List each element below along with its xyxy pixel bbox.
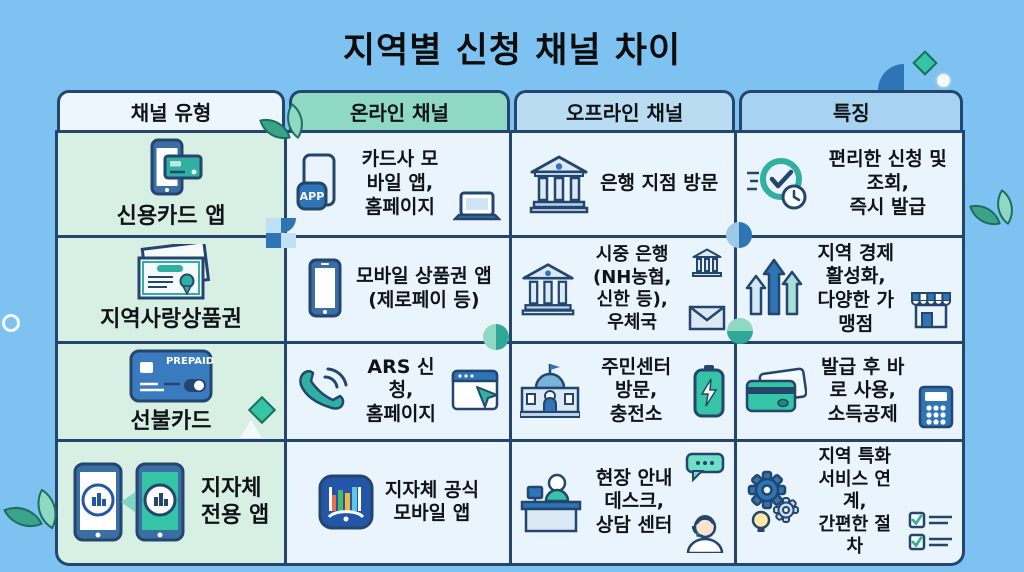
cell-label: 은행 지점 방문 xyxy=(600,171,719,194)
svg-text:PREPAID: PREPAID xyxy=(166,356,214,367)
bank-envelope-stack xyxy=(688,242,726,337)
cell-label: 시중 은행 (NH농협, 신한 등), 우체국 xyxy=(592,244,672,333)
cell-info-desk: 현장 안내 데스크, 상담 센터 xyxy=(511,442,738,566)
cell-card-mobile-app-homepage: APP 카드사 모바일 앱, 홈페이지 xyxy=(287,130,512,238)
bank-icon xyxy=(528,154,590,214)
cell-label: 현장 안내 데스크, 상담 센터 xyxy=(595,466,673,537)
cell-label: 카드사 모바일 앱, 홈페이지 xyxy=(361,148,439,218)
app-phone-icon: APP xyxy=(295,153,347,215)
speed-check-clock-icon xyxy=(745,155,811,213)
laptop-icon xyxy=(452,137,501,231)
cell-local-gift-certificate: 지역사랑상품권 xyxy=(55,237,288,344)
cell-commercial-banks-post: 시중 은행 (NH농협, 신한 등), 우체국 xyxy=(511,237,738,344)
cell-label: 신용카드 앱 xyxy=(116,204,226,229)
support-agent-icon xyxy=(684,513,726,553)
cell-convenient-apply: 편리한 신청 및 조회, 즉시 발급 xyxy=(737,130,965,238)
checklist-icon xyxy=(908,446,954,559)
cards-icon xyxy=(745,367,808,415)
cell-label: 모바일 상품권 앱 (제로페이 등) xyxy=(356,265,492,311)
triangle-decoration xyxy=(240,420,262,438)
cell-official-mobile-app: 지자체 공식 모바일 앱 xyxy=(287,442,512,566)
info-desk-icon xyxy=(520,471,584,533)
browser-cursor-icon xyxy=(451,369,501,413)
bank-icon xyxy=(520,262,576,316)
header-online-channel: 온라인 채널 xyxy=(289,90,510,130)
prepaid-card-icon: PREPAID xyxy=(128,348,214,404)
cell-community-center: 주민센터 방문, 충전소 xyxy=(511,343,738,442)
phone-creditcard-icon xyxy=(138,137,204,199)
ring-decoration xyxy=(2,314,20,332)
cell-label: 지자체 공식 모바일 앱 xyxy=(384,478,479,525)
cell-local-services: 지역 특화 서비스 연계, 간편한 절차 xyxy=(737,442,965,566)
dual-seal-phones-icon xyxy=(73,460,193,544)
page-title: 지역별 신청 채널 차이 xyxy=(342,31,682,71)
bubble-agent-stack xyxy=(684,446,726,559)
cell-label: 지자체 전용 앱 xyxy=(200,475,270,529)
battery-charge-icon xyxy=(692,363,726,419)
cell-mobile-voucher-app: 모바일 상품권 앱 (제로페이 등) xyxy=(287,237,512,344)
cell-label: 주민센터 방문, 충전소 xyxy=(601,355,672,426)
calculator-icon xyxy=(918,348,954,436)
checker-decoration xyxy=(266,218,296,248)
cell-local-economy: 지역 경제 활성화, 다양한 가맹점 xyxy=(737,237,965,344)
envelope-icon xyxy=(688,305,726,331)
cell-label: 지역 특화 서비스 연계, 간편한 절차 xyxy=(818,446,891,557)
svg-text:APP: APP xyxy=(300,190,325,203)
bank-small-icon xyxy=(690,248,724,278)
cell-label: 지역사랑상품권 xyxy=(100,307,242,333)
pie-circle-decoration xyxy=(483,324,509,350)
phone-handset-icon xyxy=(295,365,351,417)
cell-ars-homepage: ARS 신청, 홈페이지 xyxy=(287,343,512,442)
growth-arrows-icon xyxy=(745,258,803,320)
gears-bulb-icon xyxy=(745,470,801,534)
cell-municipal-app: 지자체 전용 앱 xyxy=(55,442,288,566)
cell-label: ARS 신청, 홈페이지 xyxy=(365,355,436,426)
pie-circle-decoration xyxy=(727,318,753,344)
storefront-icon xyxy=(908,242,954,337)
header-offline-channel: 오프라인 채널 xyxy=(513,90,736,130)
civic-app-icon xyxy=(317,473,375,531)
header-features: 특징 xyxy=(739,90,963,130)
cell-label: 발급 후 바로 사용, 소득공제 xyxy=(821,355,905,426)
government-building-icon xyxy=(519,362,580,420)
channels-table: 채널 유형 온라인 채널 오프라인 채널 특징 신용카드 앱 xyxy=(55,90,965,566)
cell-bank-branch-visit: 은행 지점 방문 xyxy=(511,130,738,238)
pie-circle-decoration xyxy=(726,222,752,248)
cell-label: 편리한 신청 및 조회, 즉시 발급 xyxy=(828,148,947,218)
cell-use-immediately: 발급 후 바로 사용, 소득공제 xyxy=(737,343,965,442)
cell-credit-card-app: 신용카드 앱 xyxy=(55,130,288,238)
cell-label: 지역 경제 활성화, 다양한 가맹점 xyxy=(817,241,894,335)
header-channel-type: 채널 유형 xyxy=(57,90,286,130)
dot-decoration xyxy=(935,72,952,89)
cell-label: 선불카드 xyxy=(130,408,212,434)
smartphone-icon xyxy=(304,258,346,320)
speech-bubble-icon xyxy=(685,452,725,482)
gift-certificate-icon xyxy=(129,244,213,302)
